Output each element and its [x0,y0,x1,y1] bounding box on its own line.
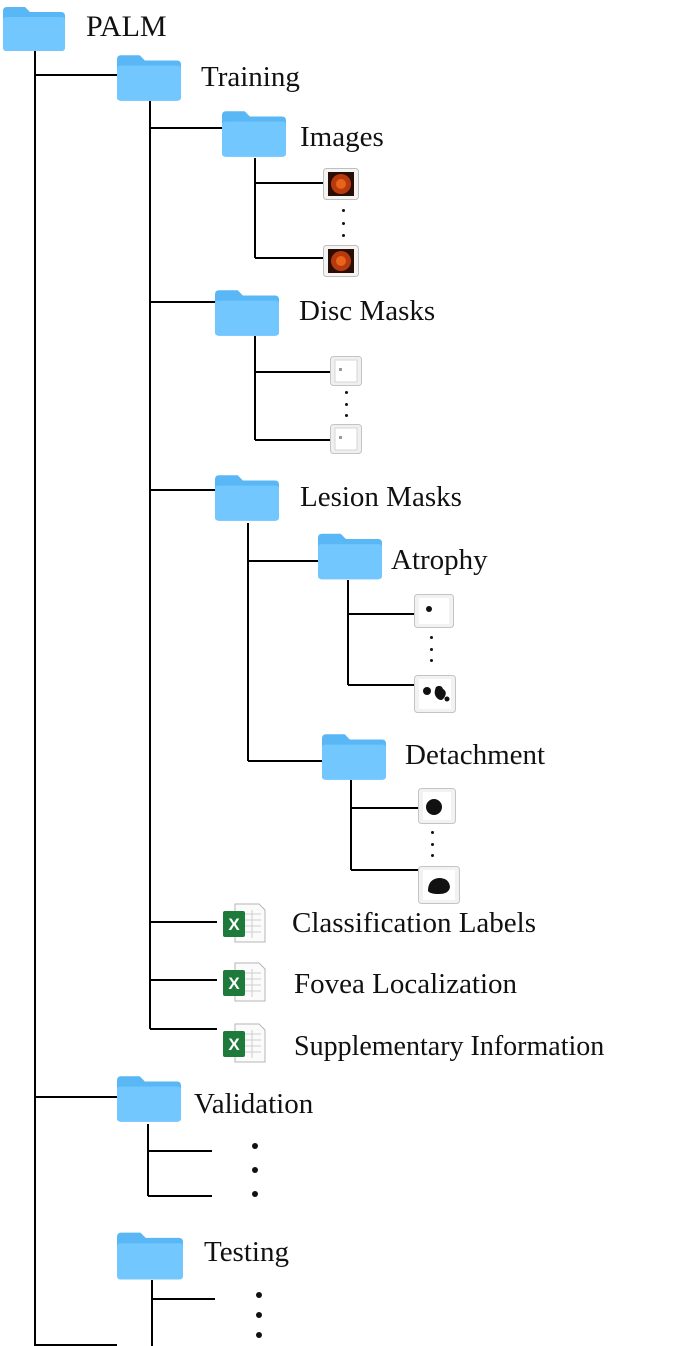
folder-label-disc-masks: Disc Masks [299,295,436,327]
blank-mask-thumbnail-icon [330,424,362,454]
folder-icon [322,734,386,780]
atrophy-mask-thumbnail-icon [414,594,454,628]
more-items-ellipsis [339,209,347,237]
fundus-image-thumbnail-icon [323,168,359,200]
folder-label-lesion-masks: Lesion Masks [300,481,462,513]
more-items-ellipsis [251,1143,259,1197]
folder-icon [117,55,181,101]
excel-file-icon: X [223,962,266,1002]
blank-mask-thumbnail-icon [330,356,362,386]
more-items-ellipsis [255,1292,263,1338]
more-items-ellipsis [342,391,350,417]
folder-label-atrophy: Atrophy [391,544,488,576]
file-label-fovea-localization: Fovea Localization [294,968,518,1000]
file-label-supplementary-information: Supplementary Information [294,1031,605,1062]
folder-icon [215,290,279,336]
svg-text:X: X [228,974,240,993]
folder-label-validation: Validation [194,1088,314,1120]
fundus-image-thumbnail-icon [323,245,359,277]
more-items-ellipsis [428,831,436,857]
detachment-mask-thumbnail-icon [418,788,456,824]
excel-file-icon: X [223,903,266,943]
svg-text:X: X [228,1035,240,1054]
folder-label-training: Training [201,61,300,93]
folder-label-detachment: Detachment [405,739,546,771]
folder-label-images: Images [300,121,384,153]
folder-label-testing: Testing [204,1236,289,1268]
folder-label-palm: PALM [86,10,167,43]
folder-icon [215,475,279,521]
more-items-ellipsis [427,636,435,662]
detachment-mask-thumbnail-icon [418,866,460,904]
folder-icon [117,1232,183,1280]
folder-icon [222,111,286,157]
folder-icon [3,7,65,51]
file-label-classification-labels: Classification Labels [292,907,537,939]
atrophy-mask-thumbnail-icon [414,675,456,713]
svg-text:X: X [228,915,240,934]
folder-icon [318,533,382,580]
excel-file-icon: X [223,1023,266,1063]
folder-icon [117,1076,181,1122]
